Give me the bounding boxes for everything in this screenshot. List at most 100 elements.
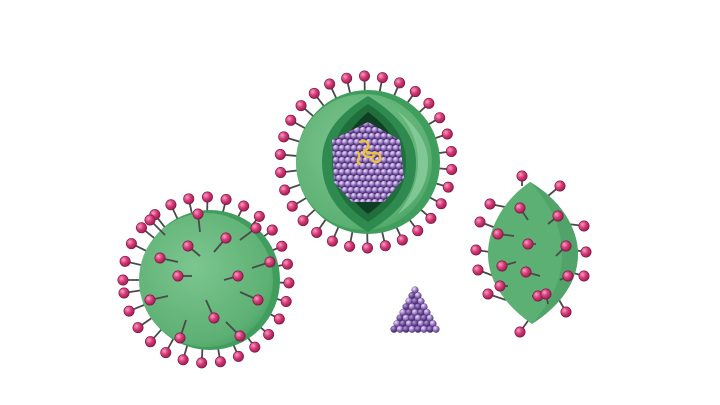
capsomere (374, 192, 382, 200)
capsomere (347, 150, 355, 158)
capsomere (377, 162, 385, 170)
capsomere (341, 162, 349, 170)
capsomere (335, 162, 343, 170)
capsomere (353, 126, 361, 134)
spike (559, 270, 574, 282)
capsomere (338, 156, 346, 164)
capsomere (423, 308, 431, 316)
spike (547, 210, 564, 225)
spike (470, 244, 491, 256)
whole-virus-envelope (139, 213, 273, 347)
spike (192, 208, 204, 233)
spike (520, 266, 541, 278)
capsomere (362, 168, 370, 176)
spike (547, 180, 566, 197)
capsomere (374, 144, 382, 152)
capsomere (383, 174, 391, 182)
capsomere (350, 192, 358, 200)
capsomere (380, 144, 388, 152)
capsomere (389, 174, 397, 182)
capsomere (374, 180, 382, 188)
capsomere (332, 144, 340, 152)
capsomere (350, 180, 358, 188)
capsomere (383, 162, 391, 170)
capsomere (432, 325, 440, 333)
capsomere (356, 180, 364, 188)
capsomere (356, 168, 364, 176)
cutaway-virus-envelope-highlight (396, 110, 428, 214)
capsomere (362, 180, 370, 188)
capsomere (368, 144, 376, 152)
capsomere (362, 192, 370, 200)
spike (251, 256, 276, 269)
capsomere (383, 186, 391, 194)
capsomere (420, 303, 428, 311)
spike (492, 228, 515, 240)
capsomere (411, 286, 419, 294)
capsomere (417, 297, 425, 305)
spike (225, 321, 246, 342)
capsomere (392, 144, 400, 152)
spike (205, 299, 220, 324)
capsomere (344, 168, 352, 176)
capsomere (368, 168, 376, 176)
capsomere (332, 156, 340, 164)
capsomere (365, 198, 373, 202)
spike (239, 222, 262, 241)
capsomere (383, 138, 391, 146)
spike (514, 202, 529, 221)
capsomere (347, 186, 355, 194)
capsomere (359, 186, 367, 194)
capsomere (414, 325, 422, 333)
spike (496, 260, 517, 272)
capsomere (353, 174, 361, 182)
capsomere (380, 180, 388, 188)
capsomere (380, 156, 388, 164)
spike (341, 72, 353, 100)
whole-virus (117, 191, 295, 369)
cutaway-virus (274, 70, 458, 254)
capsomere (335, 174, 343, 182)
envelope-section-shade (530, 182, 578, 324)
spike (522, 238, 536, 250)
capsomere (347, 174, 355, 182)
capsomere (386, 156, 394, 164)
capsomere (389, 138, 397, 146)
capsomere (359, 126, 367, 134)
capsomere (341, 138, 349, 146)
capsomere (335, 150, 343, 158)
capsomere (359, 174, 367, 182)
capsomere (408, 325, 416, 333)
spike (516, 170, 528, 186)
spike (474, 216, 497, 229)
capsomere (377, 186, 385, 194)
spike (144, 214, 166, 236)
capsomere (341, 174, 349, 182)
capsomere (332, 168, 340, 176)
spike (174, 319, 187, 344)
capsomere (383, 150, 391, 158)
capsomere (374, 132, 382, 140)
capsomere (365, 126, 373, 134)
capsomere (368, 132, 376, 140)
whole-virus-spikes-front (144, 208, 276, 344)
spike (223, 270, 244, 282)
capsomere (347, 138, 355, 146)
capsomere (377, 138, 385, 146)
capsomere (356, 132, 364, 140)
capsomere (359, 198, 367, 202)
spike (154, 252, 179, 264)
capsomere (386, 144, 394, 152)
capsomere (380, 168, 388, 176)
spike (144, 294, 169, 306)
spike (555, 240, 572, 257)
spike (472, 264, 495, 277)
capsomere (390, 325, 398, 333)
capsomere (389, 162, 397, 170)
capsomere (368, 180, 376, 188)
spike (132, 315, 155, 334)
spike (172, 270, 192, 282)
envelope-section-spikes-front (492, 202, 574, 305)
capsomere (395, 174, 403, 182)
